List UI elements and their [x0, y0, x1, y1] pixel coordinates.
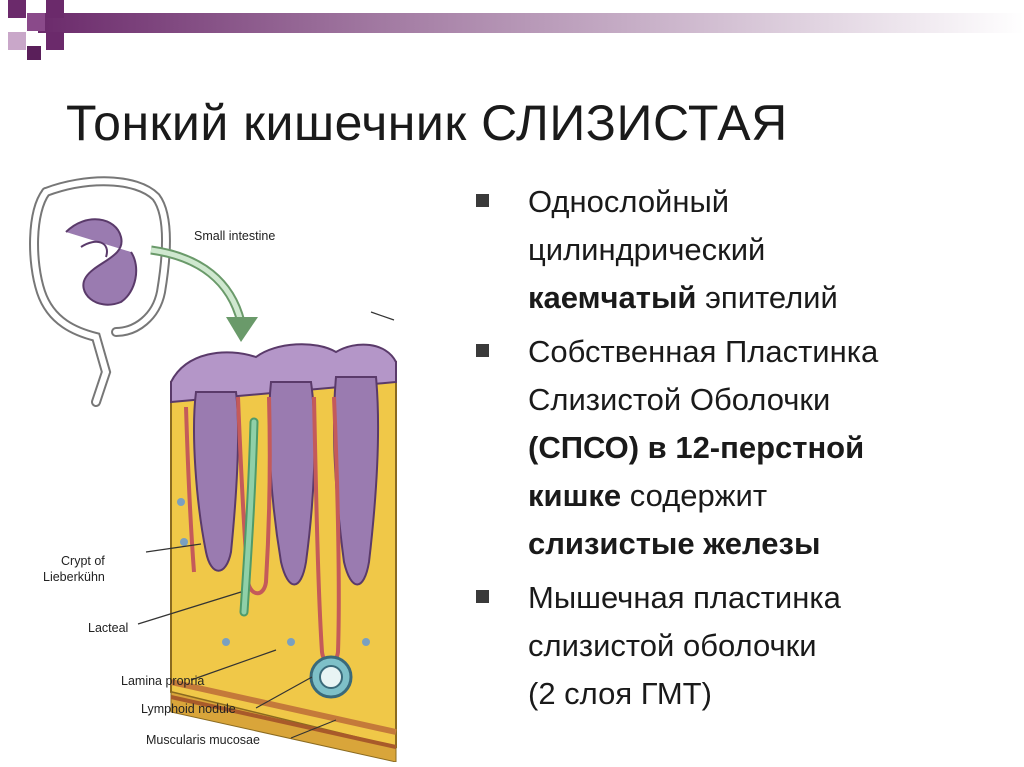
- bullet-text-segment: каемчатый: [528, 280, 697, 315]
- bullet-line: Собственная Пластинка: [528, 328, 1010, 376]
- bullet-line: Слизистой Оболочки: [528, 376, 1010, 424]
- label-muscularis-mucosae: Muscularis mucosae: [146, 733, 260, 747]
- bullet-item: Мышечная пластинка слизистой оболочки (2 с…: [470, 574, 1010, 718]
- label-lymphoid-nodule: Lymphoid nodule: [141, 702, 236, 716]
- small-intestine-sketch: [29, 176, 171, 407]
- bullet-line: (2 слоя ГМТ): [528, 670, 1010, 718]
- deco-square: [46, 32, 64, 50]
- label-crypt-line1: Crypt of: [61, 554, 105, 568]
- bullet-line: слизистой оболочки: [528, 622, 1010, 670]
- bullet-text-segment: цилиндрический: [528, 232, 766, 267]
- bullet-text-segment: Слизистой Оболочки: [528, 382, 831, 417]
- bullet-line: (СПСО) в 12-перстной: [528, 424, 1010, 472]
- bullet-text-segment: кишке: [528, 478, 622, 513]
- bullet-text-segment: слизистой оболочки: [528, 628, 817, 663]
- bullet-square-icon: [476, 344, 489, 357]
- label-small-intestine: Small intestine: [194, 229, 275, 243]
- deco-square: [8, 0, 26, 18]
- deco-square: [8, 32, 26, 50]
- mucosa-block: [170, 343, 397, 762]
- intestine-mucosa-illustration: Small intestine Crypt of Lieberkühn Lact…: [29, 176, 397, 762]
- crypt: [236, 396, 272, 596]
- bullet-line: каемчатый эпителий: [528, 274, 1010, 322]
- bullet-text-segment: (2 слоя ГМТ): [528, 676, 712, 711]
- bullet-text-segment: содержит: [621, 478, 768, 513]
- bullet-line: Однослойный: [528, 178, 1010, 226]
- bullet-text-segment: эпителий: [696, 280, 838, 315]
- bullet-line: цилиндрический: [528, 226, 1010, 274]
- bullet-text-segment: Собственная Пластинка: [528, 334, 879, 369]
- slide-title: Тонкий кишечник СЛИЗИСТАЯ: [66, 95, 788, 151]
- crypt: [184, 406, 196, 573]
- bullet-square-icon: [476, 194, 489, 207]
- label-lamina-propria: Lamina propria: [121, 674, 204, 688]
- label-lacteal: Lacteal: [88, 621, 128, 635]
- villus: [193, 391, 240, 572]
- bullet-line: кишке содержит: [528, 472, 1010, 520]
- deco-square: [46, 0, 64, 18]
- bullet-text-segment: (СПСО) в 12-перстной: [528, 430, 865, 465]
- bullet-item: Однослойный цилиндрический каемчатый эпите…: [470, 178, 1010, 322]
- bullet-line: Мышечная пластинка: [528, 574, 1010, 622]
- header-decoration: [8, 0, 1024, 60]
- bullet-text-segment: Однослойный: [528, 184, 730, 219]
- deco-square: [27, 46, 41, 60]
- deco-square: [27, 13, 45, 31]
- bullet-text-segment: Мышечная пластинка: [528, 580, 841, 615]
- bullet-line: слизистые железы: [528, 520, 1010, 568]
- header-gradient-bar: [38, 13, 1024, 33]
- bullet-list: Однослойный цилиндрический каемчатый эпите…: [470, 178, 1010, 724]
- label-crypt-line2: Lieberkühn: [43, 570, 105, 584]
- bullet-text-segment: слизистые железы: [528, 526, 821, 561]
- leader-lines: [137, 311, 395, 739]
- bullet-square-icon: [476, 590, 489, 603]
